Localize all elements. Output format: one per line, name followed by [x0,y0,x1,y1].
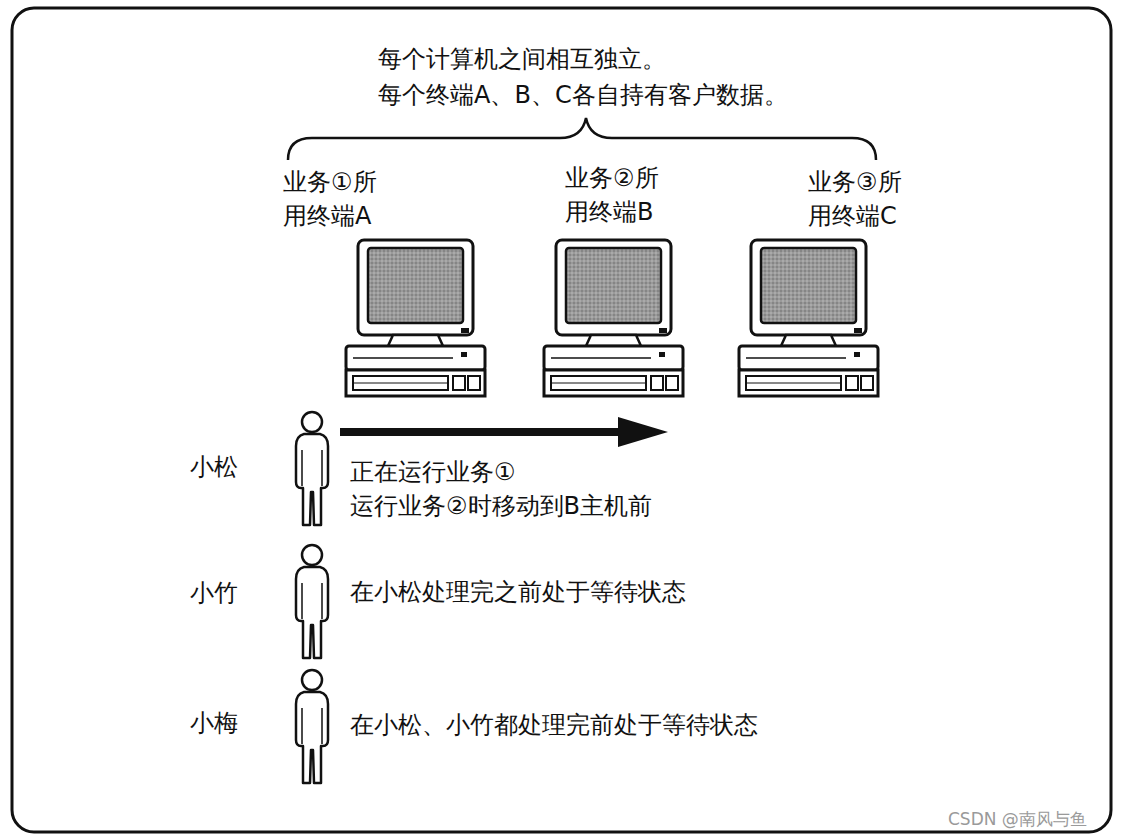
person [296,670,328,783]
person-note: 正在运行业务① [350,457,516,488]
note: 每个计算机之间相互独立。 [378,44,666,75]
terminal-label: 业务①所 用终端A [283,166,391,233]
frame [12,8,1111,832]
person-note: 运行业务②时移动到B主机前 [350,491,652,522]
terminal-label: 业务③所 用终端C [808,166,916,233]
computer-c [739,240,878,396]
person-name: 小梅 [190,708,238,739]
person-note: 在小松、小竹都处理完前处于等待状态 [350,710,758,741]
arrow-head [618,417,668,447]
terminal-label: 业务②所 用终端B [565,162,673,229]
watermark: CSDN @南风与鱼 [948,808,1087,830]
person-name: 小松 [190,452,238,483]
person [296,545,328,658]
move-arrow [340,428,625,436]
note: 每个终端A、B、C各自持有客户数据。 [378,80,788,111]
computer-b [544,240,683,396]
computer-a [346,240,485,396]
brace [288,118,876,160]
person [296,412,328,525]
person-name: 小竹 [190,578,238,609]
person-note: 在小松处理完之前处于等待状态 [350,577,686,608]
